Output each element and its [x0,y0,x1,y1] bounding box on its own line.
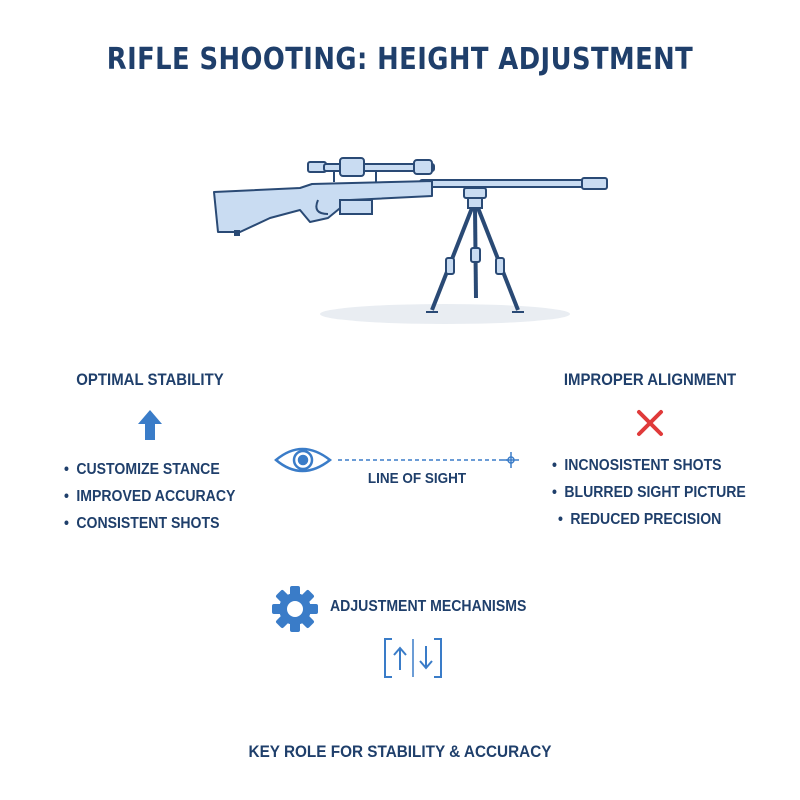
page-title: RIFLE SHOOTING: HEIGHT ADJUSTMENT [106,42,694,77]
x-mark-icon [637,410,663,436]
arrow-up-icon [138,410,162,440]
optimal-stability-panel: OPTIMAL STABILITY •CUSTOMIZE STANCE •IMP… [30,370,270,537]
scope [307,157,435,182]
list-item: •INCNOSISTENT SHOTS [552,457,722,474]
adjustment-mechanisms-label: ADJUSTMENT MECHANISMS [330,598,527,615]
rifle-stock [213,180,433,233]
list-item: •CONSISTENT SHOTS [64,515,220,532]
bipod [426,187,524,313]
optimal-stability-heading: OPTIMAL STABILITY [76,370,224,389]
list-item: •BLURRED SIGHT PICTURE [552,484,746,501]
eye-icon [274,447,333,473]
ground-shadow [320,304,570,324]
improper-alignment-panel: IMPROPER ALIGNMENT •INCNOSISTENT SHOTS •… [530,370,770,533]
crosshair-icon [503,452,519,468]
improper-alignment-heading: IMPROPER ALIGNMENT [563,370,737,389]
rifle-illustration [200,148,620,328]
adjustment-mechanisms-row [270,584,570,634]
trigger-guard [315,199,329,215]
up-down-arrows-icon [382,636,444,685]
problems-list: •INCNOSISTENT SHOTS •BLURRED SIGHT PICTU… [552,452,770,533]
list-item: •REDUCED PRECISION [558,511,722,528]
list-item: •IMPROVED ACCURACY [64,488,236,505]
footer-caption: KEY ROLE FOR STABILITY & ACCURACY [248,742,552,761]
gear-icon [272,586,318,632]
line-of-sight-label: LINE OF SIGHT [367,470,467,487]
benefits-list: •CUSTOMIZE STANCE •IMPROVED ACCURACY •CO… [64,456,270,537]
line-of-sight-graphic [272,440,528,500]
magazine [339,199,373,215]
barrel [419,177,608,190]
list-item: •CUSTOMIZE STANCE [64,461,220,478]
